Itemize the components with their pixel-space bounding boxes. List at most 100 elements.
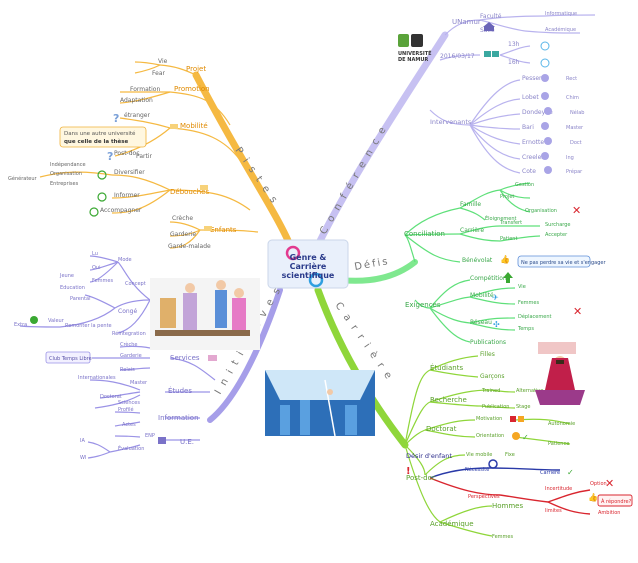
edge-unamur	[444, 19, 481, 36]
club-box[interactable]: Club Temps Libre	[45, 351, 92, 364]
postdoc-chain	[429, 467, 591, 515]
person-icon-3	[544, 107, 552, 115]
note-line1: Dans une autre université	[64, 130, 136, 137]
defis-subtree	[404, 182, 541, 343]
question-icon: ?	[113, 112, 119, 125]
branch-initiatives	[207, 287, 283, 423]
person-icon-6	[541, 152, 549, 160]
node-left4: Générateur	[8, 175, 38, 182]
node-relais: Relais	[120, 367, 135, 373]
speaker-4: Ernotte	[522, 139, 544, 146]
center-title: Genre & Carrière scientifique	[281, 253, 335, 279]
speaker-0: Pesser	[522, 75, 542, 82]
branch-conference	[314, 31, 449, 249]
benevolat-note[interactable]: Ne pas perdre sa vie et s'engager	[517, 255, 606, 268]
edge-projet	[159, 64, 197, 76]
node-hommes: Hommes	[492, 502, 523, 510]
node-publications: Publications	[470, 339, 506, 346]
carriere-subtree	[404, 355, 571, 537]
node-conciliation[interactable]: Conciliation	[404, 230, 445, 238]
node-postdoc: Post-doc	[114, 150, 140, 157]
node-debouches[interactable]: Débouchés	[170, 188, 209, 196]
node-carr-postdoc[interactable]: Post-doc	[406, 474, 436, 482]
node-patience: Patience	[548, 441, 569, 447]
node-left2: Organisation	[50, 171, 82, 177]
network-icon: ✣	[493, 320, 500, 329]
check-icon: ✓	[567, 468, 574, 477]
node-exigences[interactable]: Exigences	[405, 301, 441, 309]
defis-icons: ✕ ✕ 👍 ✈ ✣	[492, 204, 582, 329]
role-5: Ing	[566, 155, 574, 161]
edge-date	[439, 54, 481, 61]
node-informer: Informer	[114, 192, 140, 199]
node-left3: Entreprises	[50, 181, 79, 187]
node-services[interactable]: Services	[170, 354, 200, 362]
node-oui: Oui	[92, 265, 101, 271]
node-recherche[interactable]: Recherche	[430, 396, 467, 404]
node-enfants[interactable]: Enfants	[210, 226, 237, 234]
leaf-icon	[30, 316, 38, 324]
node-doctorat[interactable]: Doctorat	[426, 425, 457, 433]
node-def-mobilite: Mobilité	[470, 292, 494, 299]
node-promotion[interactable]: Promotion	[174, 85, 210, 93]
node-carr-academique[interactable]: Académique	[430, 520, 474, 528]
node-gestion: Gestion	[515, 182, 534, 188]
handshake-icon	[200, 185, 208, 190]
up-arrow-icon	[503, 272, 513, 278]
center-node[interactable]: Genre & Carrière scientifique	[267, 239, 349, 289]
node-date[interactable]: 2016/03/17	[440, 53, 475, 60]
club-text: Club Temps Libre	[49, 356, 92, 362]
node-projet[interactable]: Projet	[186, 65, 206, 73]
node-etudiants[interactable]: Étudiants	[430, 363, 463, 372]
node-ue[interactable]: U.E.	[180, 438, 194, 446]
node-def-projet: Projet	[500, 194, 514, 200]
node-intervenants[interactable]: Intervenants	[430, 118, 472, 126]
edge-recherche	[404, 401, 431, 446]
person-icon-4	[541, 122, 549, 130]
badge-orange-icon	[518, 416, 524, 422]
node-fixe: Fixe	[505, 452, 515, 458]
benevolat-note-text: Ne pas perdre sa vie et s'engager	[521, 260, 606, 266]
question-icon-2: ?	[107, 150, 113, 163]
ladder-illustration	[265, 370, 375, 437]
role-1: Chim	[566, 95, 579, 101]
node-desir[interactable]: Désir d'enfant	[406, 452, 452, 460]
edge-doctorat	[404, 429, 426, 446]
node-etranger: étranger	[124, 112, 150, 119]
conference-subtree	[429, 14, 596, 174]
node-option: Option	[590, 481, 607, 487]
node-creche: Crèche	[172, 215, 193, 222]
note-mobilite[interactable]: Dans une autre université que celle de l…	[59, 126, 147, 148]
node-carr-femmes: Femmes	[492, 534, 513, 540]
thumbs-up-icon: 👍	[500, 254, 510, 264]
node-mobilite[interactable]: Mobilité	[180, 122, 208, 130]
reponse-box[interactable]: À répondre?	[597, 494, 633, 507]
arrow-circle-icon	[97, 170, 107, 180]
node-ambition: Ambition	[598, 510, 620, 516]
node-benevolat: Bénévolat	[462, 257, 493, 264]
node-adaptation: Adaptation	[120, 97, 153, 104]
node-accepter: Accepter	[545, 232, 568, 238]
node-jeune: Jeune	[59, 273, 74, 279]
speaker-1: Lobet	[522, 94, 539, 101]
node-etudes[interactable]: Études	[168, 386, 192, 395]
node-time2: 16h	[508, 59, 520, 66]
node-unamur[interactable]: UNamur	[452, 18, 481, 26]
node-publication: Publication	[482, 404, 509, 410]
question-badge-icon	[512, 432, 520, 440]
note-line2: que celle de la thèse	[64, 138, 129, 145]
edge-exigences	[414, 299, 431, 309]
node-education: Education	[60, 285, 85, 291]
node-patient: Patient	[500, 236, 517, 242]
cross-icon-3: ✕	[605, 477, 614, 490]
reponse-text: À répondre?	[601, 498, 632, 505]
node-academique: Académique	[545, 26, 576, 33]
node-mode: Mode	[118, 257, 132, 263]
node-temps: Temps	[517, 326, 534, 332]
node-information[interactable]: Information	[158, 414, 199, 422]
edge-services	[169, 357, 216, 381]
cycle-icon	[488, 459, 498, 469]
gender-male-icon	[308, 272, 324, 288]
thumbs-up-icon-2: 👍	[588, 492, 598, 502]
